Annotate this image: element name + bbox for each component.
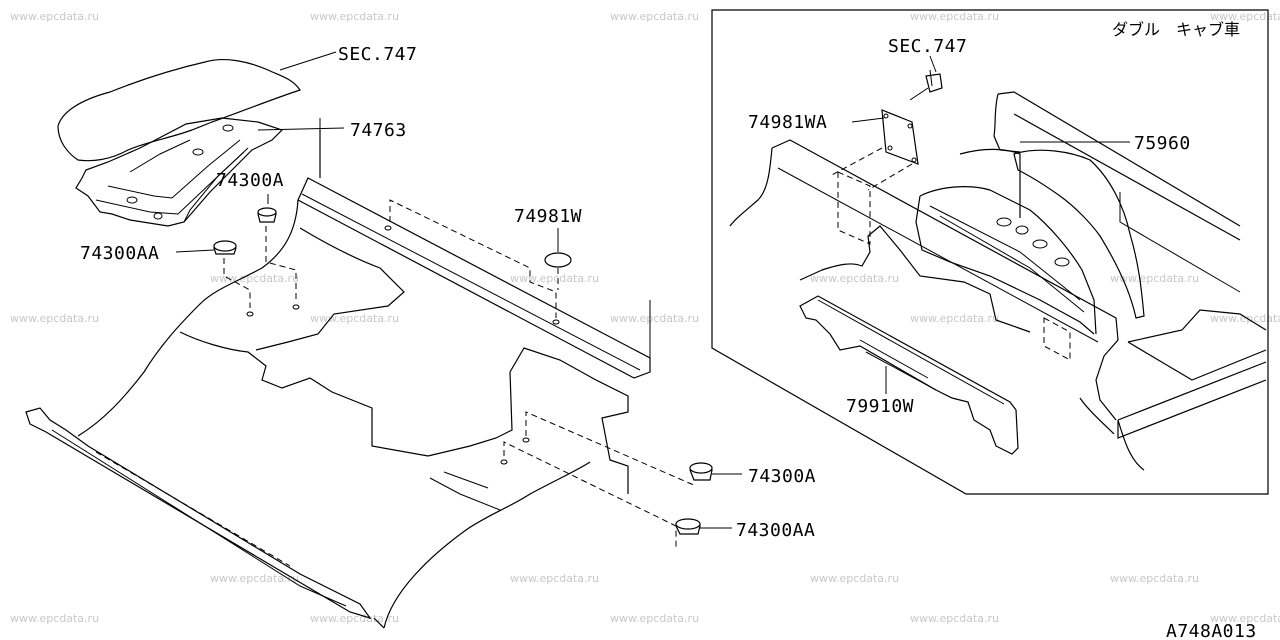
leader-lines — [175, 51, 742, 529]
watermark: www.epcdata.ru — [510, 572, 599, 585]
watermark: www.epcdata.ru — [10, 612, 99, 625]
wheelhouse-75960 — [1013, 149, 1145, 319]
watermark: www.epcdata.ru — [610, 10, 699, 23]
watermark: www.epcdata.ru — [10, 10, 99, 23]
assembly-guides — [223, 199, 697, 548]
rear-panel-sec747 — [57, 59, 301, 162]
watermark: www.epcdata.ru — [310, 312, 399, 325]
watermark: www.epcdata.ru — [910, 612, 999, 625]
watermark: www.epcdata.ru — [1110, 272, 1199, 285]
watermark: www.epcdata.ru — [1110, 572, 1199, 585]
cover-74981wa — [881, 109, 919, 165]
watermark: www.epcdata.ru — [510, 272, 599, 285]
callout-74300aa-bottom: 74300AA — [736, 520, 815, 541]
watermark: www.epcdata.ru — [1210, 10, 1280, 23]
callout-74763: 74763 — [350, 120, 407, 141]
clip-74300a-top — [257, 207, 277, 223]
callout-75960: 75960 — [1134, 133, 1191, 154]
watermark: www.epcdata.ru — [10, 312, 99, 325]
callout-74300a-top: 74300A — [216, 170, 284, 191]
watermark: www.epcdata.ru — [910, 10, 999, 23]
plug-74981w — [544, 252, 572, 268]
watermark-layer: www.epcdata.ru www.epcdata.ru www.epcdat… — [10, 10, 1280, 625]
callout-74300aa-top: 74300AA — [80, 243, 159, 264]
callout-79910w: 79910W — [846, 396, 914, 417]
bolt-sec747 — [909, 69, 943, 101]
watermark: www.epcdata.ru — [310, 10, 399, 23]
callout-74300a-bottom: 74300A — [748, 466, 816, 487]
watermark: www.epcdata.ru — [610, 312, 699, 325]
rear-floor — [25, 130, 651, 629]
callout-74981w: 74981W — [514, 206, 582, 227]
inset-title: ダブル キャブ車 — [1112, 20, 1240, 39]
watermark: www.epcdata.ru — [910, 312, 999, 325]
watermark: www.epcdata.ru — [210, 572, 299, 585]
callout-labels: SEC.747 74763 74300A 74300AA 74981W 7430… — [80, 20, 1257, 640]
inset-frame — [711, 9, 1269, 495]
callout-74981wa: 74981WA — [748, 112, 827, 133]
plug-74300aa-bottom — [675, 518, 701, 535]
watermark: www.epcdata.ru — [810, 272, 899, 285]
inset-double-cab — [711, 9, 1269, 495]
callout-sec747: SEC.747 — [338, 44, 417, 65]
watermark: www.epcdata.ru — [210, 272, 299, 285]
watermark: www.epcdata.ru — [1210, 612, 1280, 625]
plug-74300aa-top — [213, 240, 237, 255]
watermark: www.epcdata.ru — [310, 612, 399, 625]
watermark: www.epcdata.ru — [610, 612, 699, 625]
clip-74300a-bottom — [689, 462, 713, 481]
callout-sec747-inset: SEC.747 — [888, 36, 967, 57]
diagram-id: A748A013 — [1166, 621, 1257, 640]
bar-79910w — [799, 295, 1019, 455]
bracket-74763 — [75, 117, 284, 227]
watermark: www.epcdata.ru — [1210, 312, 1280, 325]
watermark: www.epcdata.ru — [810, 572, 899, 585]
